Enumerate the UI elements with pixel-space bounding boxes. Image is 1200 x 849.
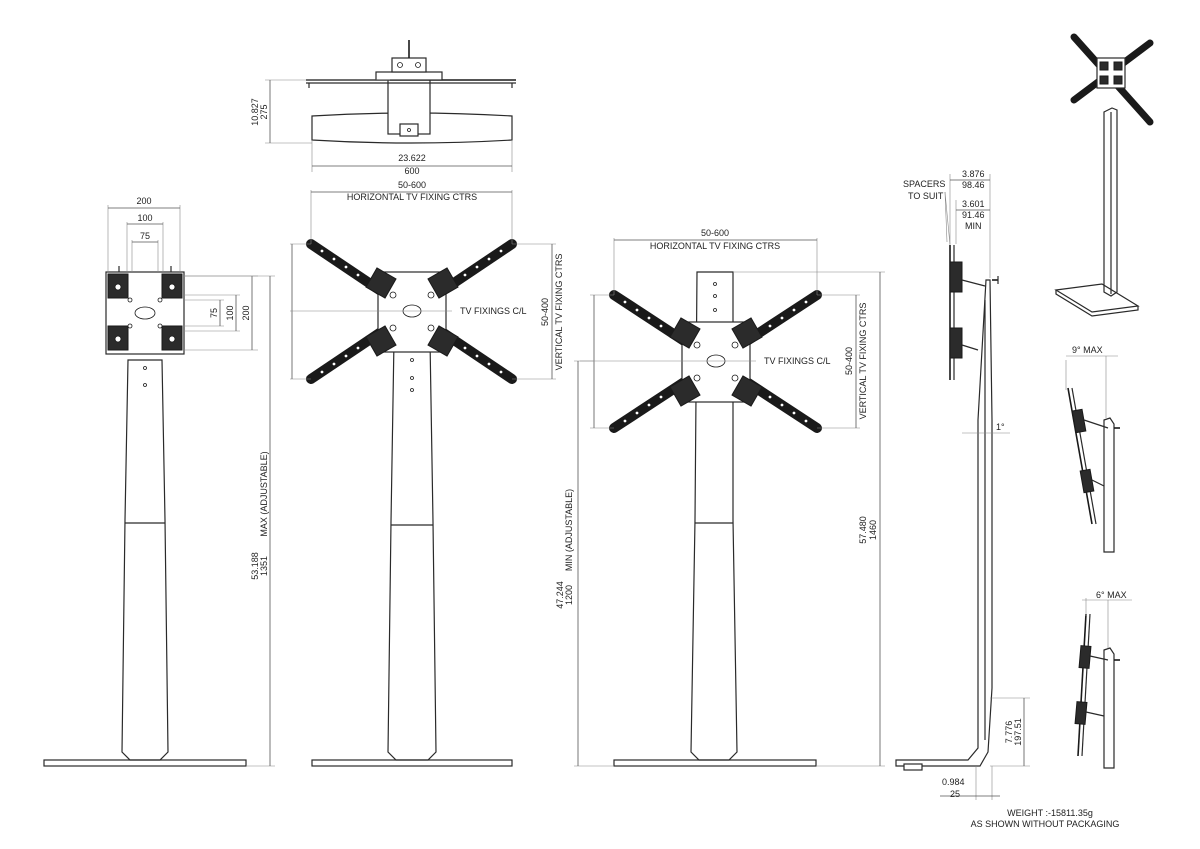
spacers-text-2: TO SUIT: [908, 191, 944, 201]
top-dim-600-in: 23.622: [398, 153, 426, 163]
label-v-3: VERTICAL TV FIXING CTRS: [858, 303, 868, 420]
top-dim-275-in: 10.827: [250, 98, 260, 126]
height-in-3: 47.244: [555, 581, 565, 609]
fixings-label-3: TV FIXINGS C/L: [764, 356, 831, 366]
dim-91: 91.46: [962, 210, 985, 220]
side-view: SPACERS TO SUIT 3.876 98.46 3.601 91.46 …: [895, 169, 1120, 829]
spacers-text-1: SPACERS: [903, 179, 945, 189]
label-h-3: HORIZONTAL TV FIXING CTRS: [650, 241, 780, 251]
weight-note: WEIGHT :-15811.35g: [1007, 808, 1093, 818]
top-dim-275: 275: [259, 104, 269, 119]
dim-197: 197.51: [1013, 718, 1023, 746]
tilt-view-6: 6° MAX: [1074, 590, 1132, 769]
fixings-label-2: TV FIXINGS C/L: [460, 306, 527, 316]
dim-197-in: 7.776: [1004, 721, 1014, 744]
overall-in-3: 57.480: [858, 516, 868, 544]
range-v-2: 50-400: [540, 298, 550, 326]
front-view-3: 50-600 HORIZONTAL TV FIXING CTRS 50-400 …: [555, 228, 885, 767]
vdim-200: 200: [241, 305, 251, 320]
height-label-1: MAX (ADJUSTABLE): [259, 451, 269, 536]
height-1: 1351: [259, 556, 269, 576]
dim-98-in: 3.876: [962, 169, 985, 179]
min-text: MIN: [965, 221, 982, 231]
dim-25-in: 0.984: [942, 777, 965, 787]
dim-25: 25: [950, 789, 960, 799]
front-view-1: 200 100 75 200 100 75 53.188 1351 MAX (A…: [43, 196, 275, 767]
tilt-9-label: 9° MAX: [1072, 345, 1103, 355]
tilt-view-9: 9° MAX: [1065, 345, 1120, 553]
front-view-2: 50-600 HORIZONTAL TV FIXING CTRS 50-400 …: [290, 180, 564, 767]
top-dim-600: 600: [404, 166, 419, 176]
vdim-75: 75: [209, 308, 219, 318]
tilt-6-label: 6° MAX: [1096, 590, 1127, 600]
top-view: 10.827 275 23.622 600: [250, 40, 516, 176]
height-label-3: MIN (ADJUSTABLE): [564, 489, 574, 571]
dim-100: 100: [137, 213, 152, 223]
height-in-1: 53.188: [250, 552, 260, 580]
dim-91-in: 3.601: [962, 199, 985, 209]
label-v-2: VERTICAL TV FIXING CTRS: [554, 254, 564, 371]
dim-98: 98.46: [962, 180, 985, 190]
label-h-2: HORIZONTAL TV FIXING CTRS: [347, 192, 477, 202]
range-v-3: 50-400: [844, 347, 854, 375]
iso-view: [1054, 33, 1154, 317]
packaging-note: AS SHOWN WITHOUT PACKAGING: [971, 819, 1120, 829]
angle-1: 1°: [996, 422, 1005, 432]
range-h-2: 50-600: [398, 180, 426, 190]
dim-75: 75: [140, 231, 150, 241]
dim-200: 200: [136, 196, 151, 206]
height-3: 1200: [564, 585, 574, 605]
overall-3: 1460: [868, 520, 878, 540]
range-h-3: 50-600: [701, 228, 729, 238]
vdim-100: 100: [225, 305, 235, 320]
